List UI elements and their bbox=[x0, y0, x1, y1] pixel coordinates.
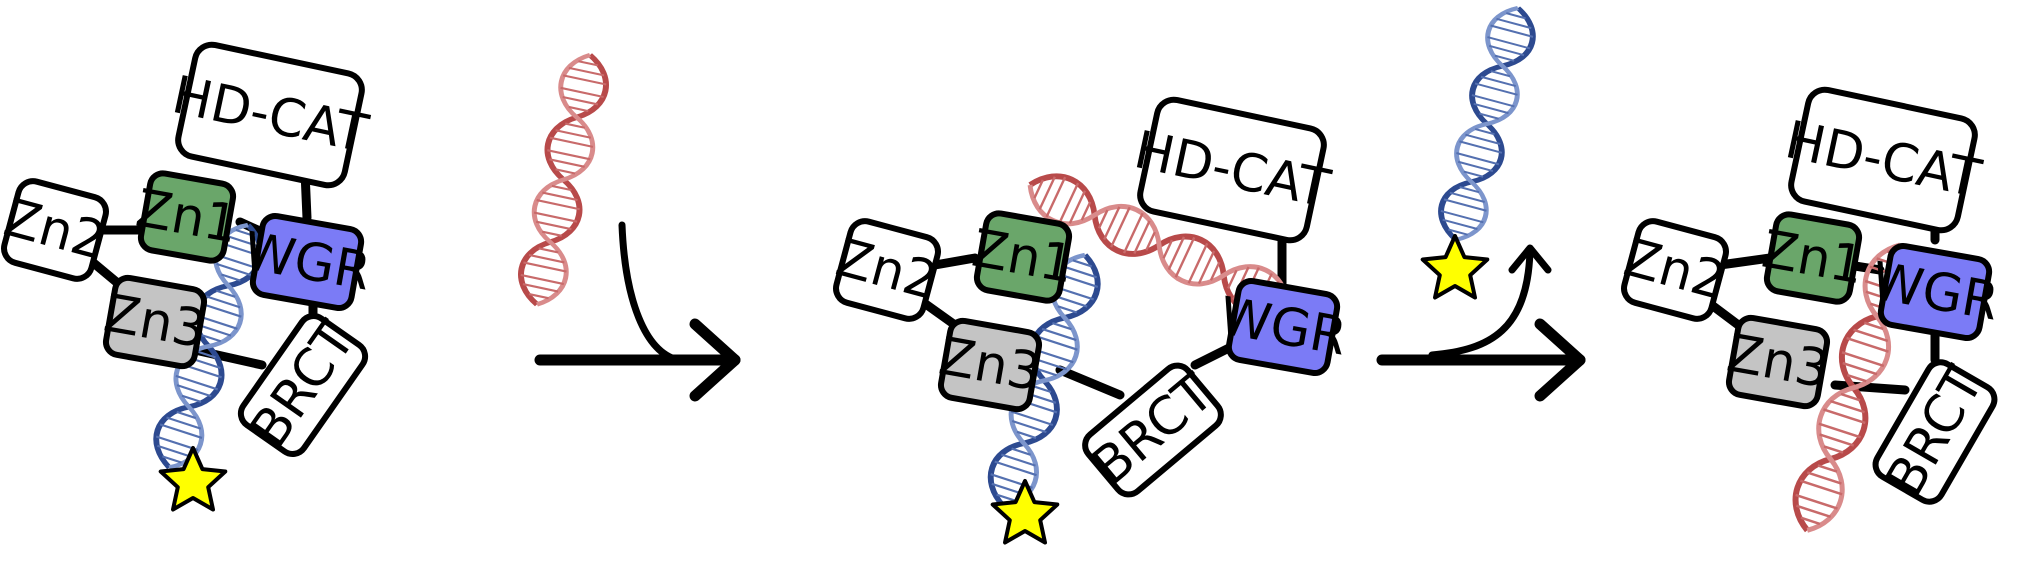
panel1-star-icon bbox=[158, 446, 228, 512]
panel2-star-icon bbox=[990, 479, 1060, 545]
arrow-1-bind bbox=[534, 221, 741, 402]
panel2-domain-brct: BRCT bbox=[1081, 362, 1225, 498]
panel2-domain-zn3: Zn3 bbox=[935, 317, 1045, 413]
released-labeled-dna bbox=[1434, 2, 1540, 245]
panel1-domain-zn2: Zn2 bbox=[0, 178, 112, 282]
panel3-domain-wgr: WGR bbox=[1867, 242, 2003, 342]
panel1-domain-wgr: WGR bbox=[239, 212, 375, 312]
panel3-domain-brct: BRCT bbox=[1872, 357, 1998, 506]
panel1-domain-zn1: Zn1 bbox=[132, 170, 242, 264]
released-star-icon bbox=[1420, 234, 1490, 300]
panel1-domain-brct: BRCT bbox=[237, 311, 369, 458]
panel2-domain-zn1: Zn1 bbox=[968, 210, 1078, 304]
final-complex-panel: HD-CAT Zn2 Zn1 Zn3 WGR BRCT bbox=[1618, 86, 2003, 538]
intermediate-complex-panel: HD-CAT Zn2 Zn1 Zn3 WGR BRCT bbox=[830, 96, 1351, 545]
panel3-domain-zn2: Zn2 bbox=[1618, 218, 1732, 322]
arrow-2-release bbox=[1376, 244, 1586, 402]
panel1-domain-zn3: Zn3 bbox=[100, 274, 210, 370]
initial-complex-panel: HD-CAT Zn2 Zn1 Zn3 WGR BRCT bbox=[0, 41, 375, 512]
panel1-domain-hd-cat: HD-CAT bbox=[167, 41, 373, 189]
panel3-domain-hd-cat: HD-CAT bbox=[1780, 86, 1986, 234]
panel2-domain-zn2: Zn2 bbox=[830, 218, 944, 322]
panel3-domain-zn1: Zn1 bbox=[1758, 211, 1868, 305]
panel2-domain-hd-cat: HD-CAT bbox=[1129, 96, 1335, 244]
incoming-unlabeled-dna bbox=[515, 50, 612, 309]
panel2-domain-wgr: WGR bbox=[1215, 277, 1351, 377]
panel3-domain-zn3: Zn3 bbox=[1723, 314, 1833, 410]
